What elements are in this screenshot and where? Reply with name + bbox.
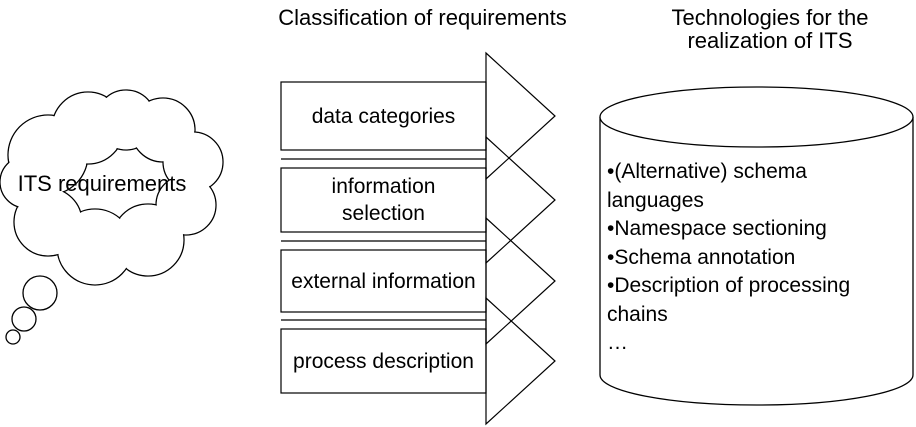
arrow-head-3 bbox=[485, 216, 556, 346]
arrow-box-data-categories bbox=[280, 81, 487, 151]
arrow-label-information-selection: information selection bbox=[281, 168, 486, 232]
arrow-box-external-information bbox=[280, 249, 487, 313]
arrow-label-text: external information bbox=[291, 269, 476, 293]
cylinder-top-ellipse bbox=[599, 86, 914, 148]
arrow-label-text: information selection bbox=[331, 175, 436, 225]
cloud-label: ITS requirements bbox=[17, 171, 187, 196]
classification-title: Classification of requirements bbox=[278, 5, 567, 30]
technologies-title-line1: Technologies for the bbox=[671, 5, 869, 30]
arrow-label-text: data categories bbox=[311, 104, 456, 128]
arrow-label-external-information: external information bbox=[281, 250, 486, 312]
cylinder-item-list: •(Alternative) schema languages •Namespa… bbox=[607, 158, 897, 358]
arrow-head-4 bbox=[485, 296, 556, 426]
cylinder-item: … bbox=[607, 331, 628, 354]
arrow-box-process-description bbox=[280, 328, 487, 394]
arrow-label-process-description: process description bbox=[281, 329, 486, 393]
cylinder-body bbox=[599, 117, 914, 406]
arrow-head-1 bbox=[485, 51, 556, 181]
technologies-title: Technologies for the realization of ITS bbox=[645, 6, 895, 52]
thought-bubble-trail bbox=[5, 275, 58, 345]
cylinder-item: •(Alternative) schema languages bbox=[607, 160, 807, 212]
arrow-label-text: process description bbox=[293, 349, 474, 373]
arrow-box-information-selection bbox=[280, 167, 487, 233]
arrow-head-2 bbox=[485, 135, 556, 265]
cylinder-item: •Namespace sectioning bbox=[607, 217, 827, 240]
arrow-label-data-categories: data categories bbox=[281, 82, 486, 150]
technologies-title-line2: realization of ITS bbox=[687, 28, 853, 53]
arrow-connector-lines bbox=[281, 158, 486, 321]
cylinder-item: •Description of processing chains bbox=[607, 274, 851, 326]
cylinder-item: •Schema annotation bbox=[607, 245, 796, 269]
thought-cloud-interior bbox=[0, 90, 223, 285]
